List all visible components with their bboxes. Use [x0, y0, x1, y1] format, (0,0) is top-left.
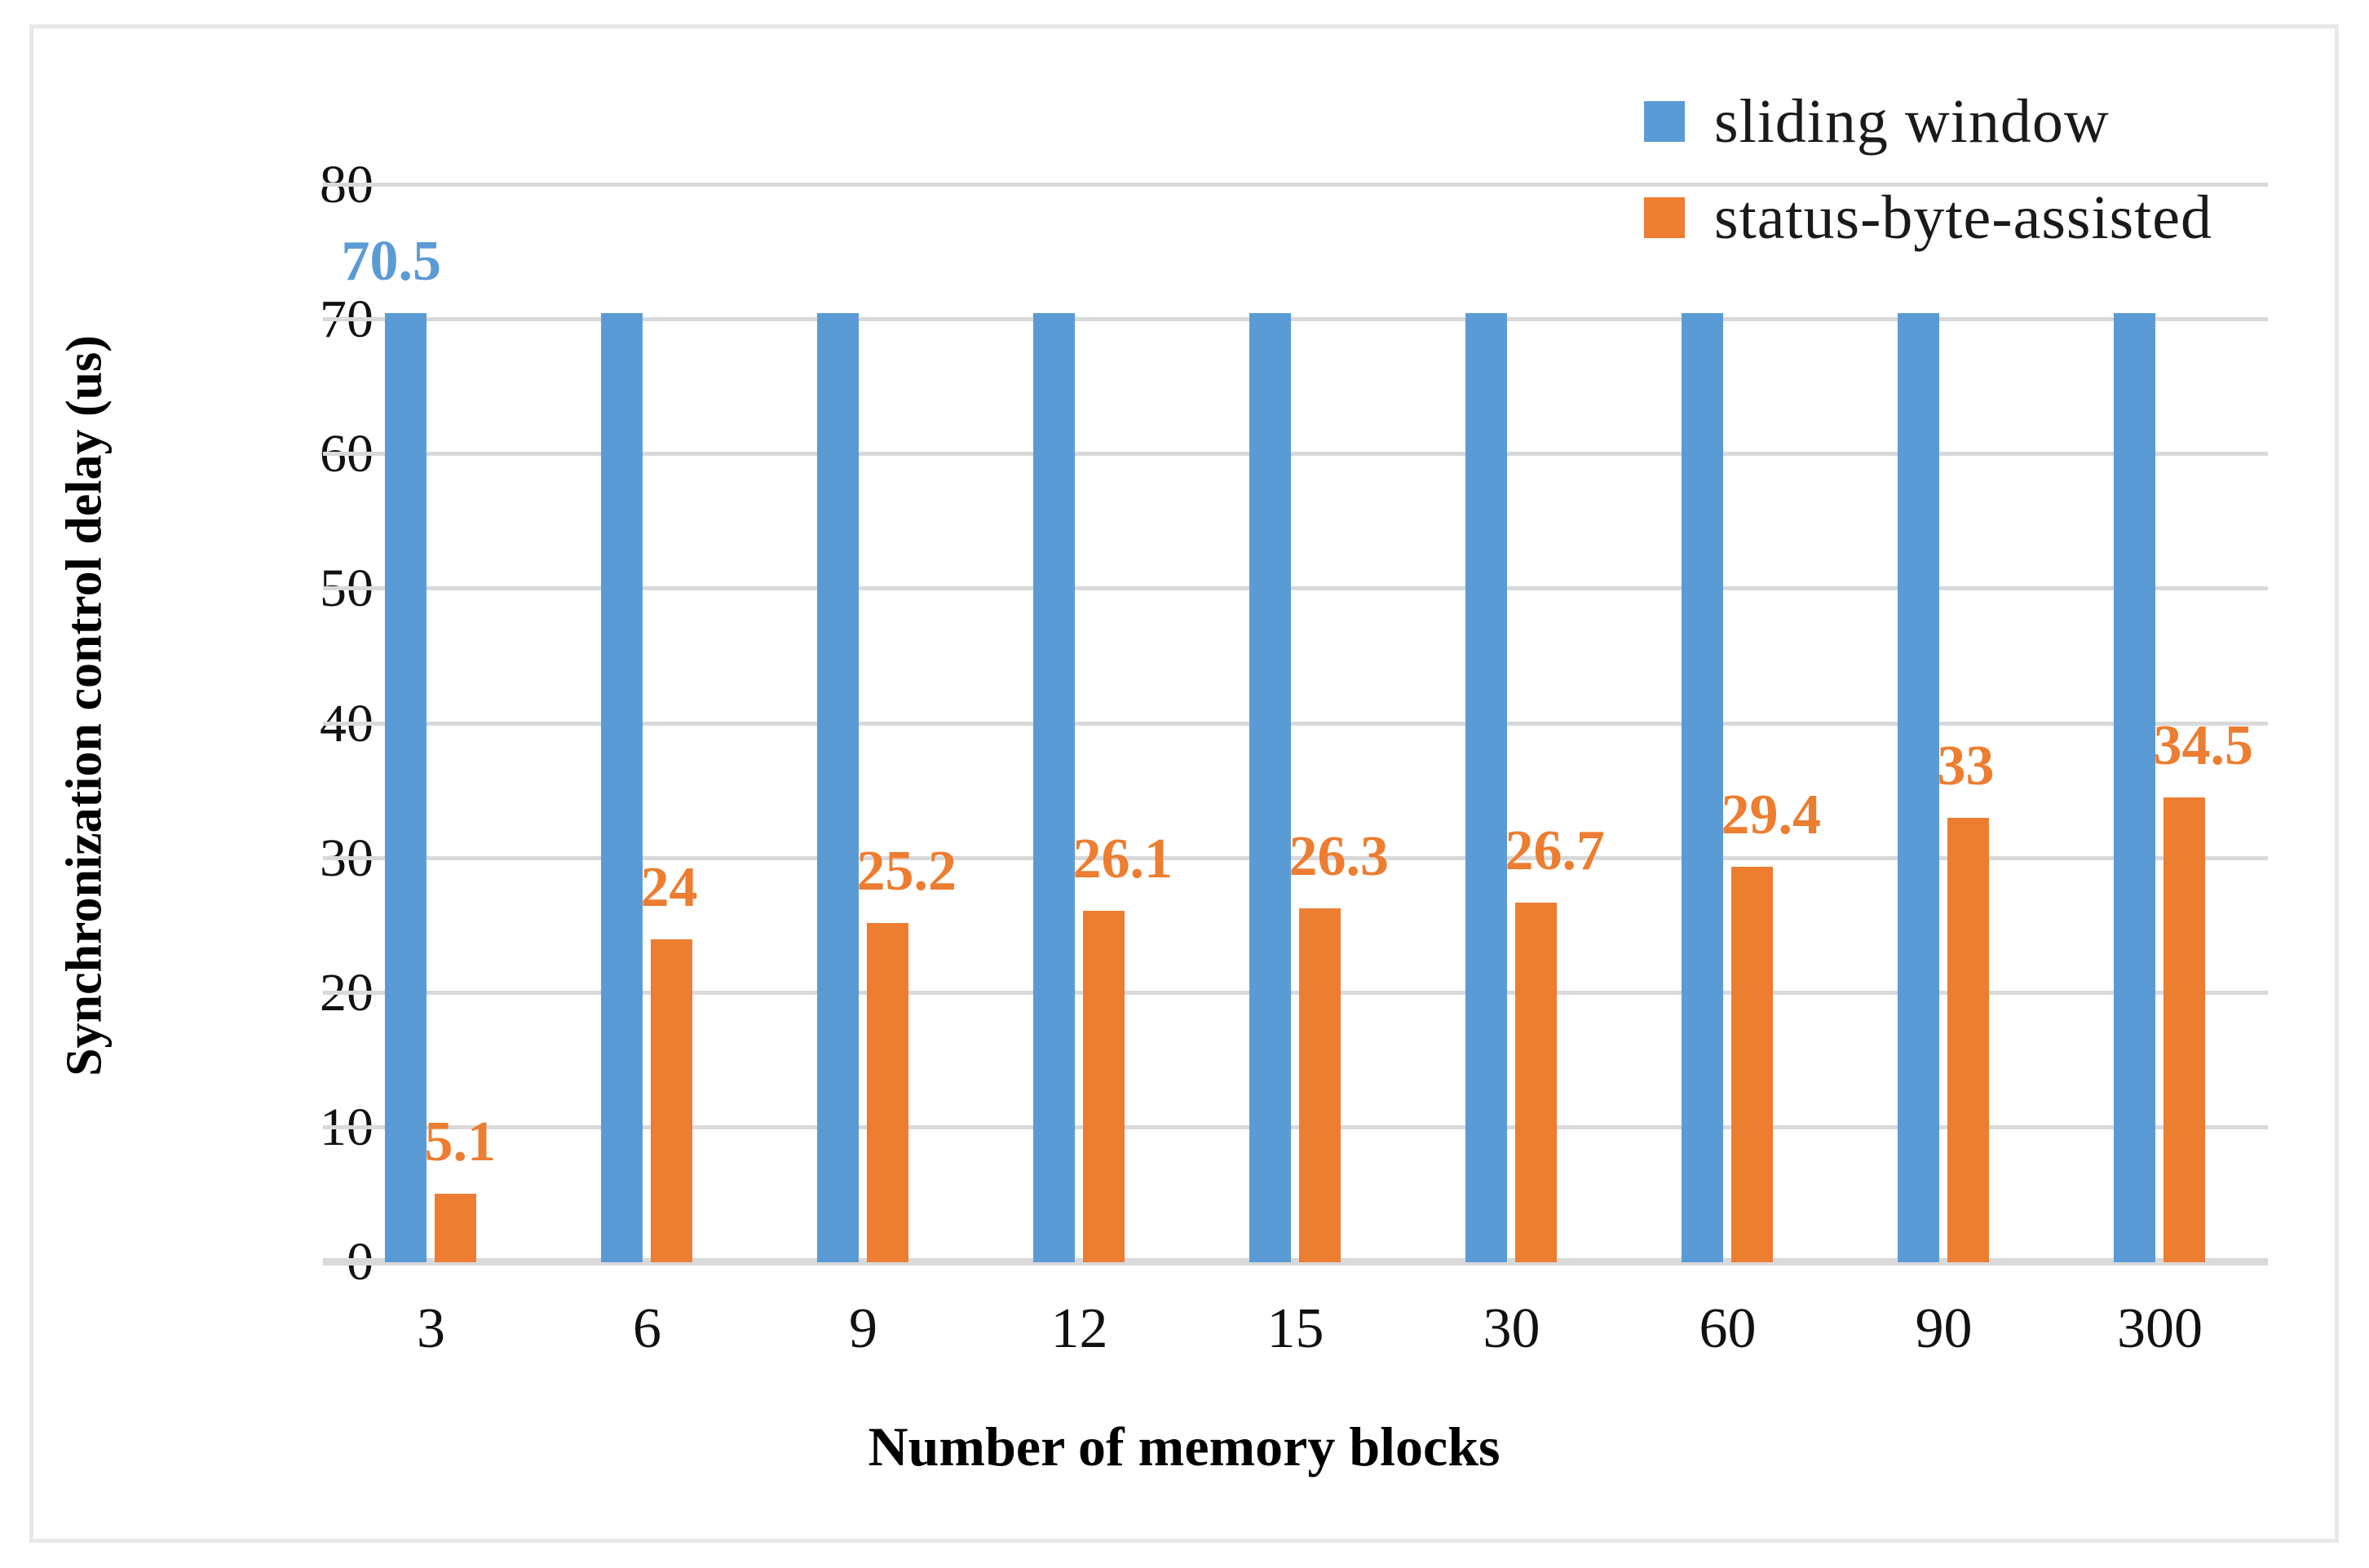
bar-value-label: 29.4 [1721, 783, 1822, 846]
bar-sliding-window[interactable] [1032, 312, 1075, 1262]
bar-value-label: 26.1 [1072, 828, 1173, 891]
x-axis-tick-cell: 30 [1403, 29, 1620, 1539]
bar-group: 26.3 [1187, 185, 1403, 1262]
gridline [323, 721, 2268, 726]
x-axis-tick-label: 6 [633, 1297, 661, 1360]
gridline [323, 1124, 2268, 1129]
bar-group: 34.5 [2052, 185, 2268, 1262]
x-axis-tick-label: 90 [1915, 1297, 1973, 1360]
x-axis-tick-label: 3 [417, 1297, 445, 1360]
bar-sliding-window[interactable] [600, 312, 643, 1262]
bar-status-byte-assisted[interactable] [2163, 797, 2205, 1262]
x-axis-tick-cell: 60 [1620, 29, 1836, 1539]
gridline [323, 452, 2268, 457]
x-axis-tick-label: 9 [849, 1297, 877, 1360]
bar-sliding-window[interactable] [1681, 312, 1723, 1262]
bar-status-byte-assisted[interactable] [650, 939, 692, 1262]
x-axis-tick-cell: 3 [323, 29, 539, 1539]
gridline [323, 855, 2268, 860]
bar-status-byte-assisted[interactable] [1947, 818, 1989, 1262]
chart-legend: sliding window status-byte-assisted [1644, 73, 2345, 266]
legend-swatch-icon-status-byte-assisted [1644, 197, 1685, 238]
x-axis-tick-label: 15 [1266, 1297, 1324, 1360]
x-axis-tick-label: 60 [1699, 1297, 1757, 1360]
plot-area: 70.5 5.1 24 25.2 26.1 26.3 26.7 29.4 33 34.5 [323, 183, 2268, 1265]
x-axis-tick-label: 30 [1483, 1297, 1540, 1360]
bar-value-label: 34.5 [2153, 714, 2254, 778]
bar-sliding-window[interactable] [1897, 312, 1939, 1262]
bar-sliding-window[interactable] [1249, 312, 1291, 1262]
bar-group: 29.4 [1620, 185, 1836, 1262]
bar-group: 24 [539, 185, 755, 1262]
bar-status-byte-assisted[interactable] [866, 922, 908, 1262]
gridline [323, 183, 2268, 187]
bar-value-label: 25.2 [856, 839, 957, 903]
gridline [323, 990, 2268, 995]
x-axis-tick-label: 12 [1050, 1297, 1108, 1360]
bar-status-byte-assisted[interactable] [1082, 911, 1125, 1262]
bar-sliding-window[interactable] [816, 312, 859, 1262]
x-axis-tick-labels: 3 6 9 12 15 30 60 90 300 [323, 29, 2268, 1539]
legend-label-sliding-window: sliding window [1714, 87, 2110, 156]
bar-status-byte-assisted[interactable] [1514, 903, 1557, 1262]
bar-groups: 70.5 5.1 24 25.2 26.1 26.3 26.7 29.4 33 34.5 [323, 185, 2268, 1262]
x-axis-tick-cell: 15 [1187, 29, 1403, 1539]
bar-value-label: 26.7 [1505, 819, 1606, 883]
x-axis-line [323, 1258, 2268, 1265]
bar-status-byte-assisted[interactable] [1730, 866, 1773, 1262]
bar-group: 70.5 5.1 [323, 185, 539, 1262]
bar-status-byte-assisted[interactable] [1298, 908, 1341, 1262]
gridline [323, 586, 2268, 591]
bar-value-label: 70.5 [341, 229, 442, 293]
x-axis-tick-label: 300 [2117, 1297, 2203, 1360]
bar-group: 26.1 [971, 185, 1187, 1262]
bar-status-byte-assisted[interactable] [434, 1193, 476, 1262]
gridline [323, 317, 2268, 322]
bar-value-label: 5.1 [424, 1110, 497, 1173]
chart-frame: sliding window status-byte-assisted Sync… [29, 24, 2339, 1543]
bar-value-label: 33 [1937, 735, 1995, 798]
legend-swatch-icon-sliding-window [1644, 101, 1685, 142]
bar-group: 33 [1836, 185, 2052, 1262]
bar-sliding-window[interactable] [1465, 312, 1507, 1262]
x-axis-tick-cell: 90 [1836, 29, 2052, 1539]
legend-item-status-byte-assisted: status-byte-assisted [1644, 170, 2345, 266]
bar-value-label: 24 [640, 855, 698, 919]
x-axis-tick-cell: 9 [755, 29, 971, 1539]
legend-label-status-byte-assisted: status-byte-assisted [1714, 183, 2213, 252]
x-axis-tick-cell: 300 [2052, 29, 2268, 1539]
bar-group: 25.2 [755, 185, 971, 1262]
bar-value-label: 26.3 [1288, 824, 1390, 888]
x-axis-tick-cell: 6 [539, 29, 755, 1539]
legend-item-sliding-window: sliding window [1644, 73, 2345, 170]
plot-wrapper: Synchronization control delay (us) 01020… [33, 29, 2335, 1539]
x-axis-title: Number of memory blocks [868, 1416, 1501, 1477]
bar-group: 26.7 [1403, 185, 1620, 1262]
x-axis-tick-cell: 12 [971, 29, 1187, 1539]
y-axis-title: Synchronization control delay (us) [56, 335, 113, 1076]
bar-sliding-window[interactable] [2113, 312, 2155, 1262]
bar-sliding-window[interactable] [384, 312, 427, 1262]
